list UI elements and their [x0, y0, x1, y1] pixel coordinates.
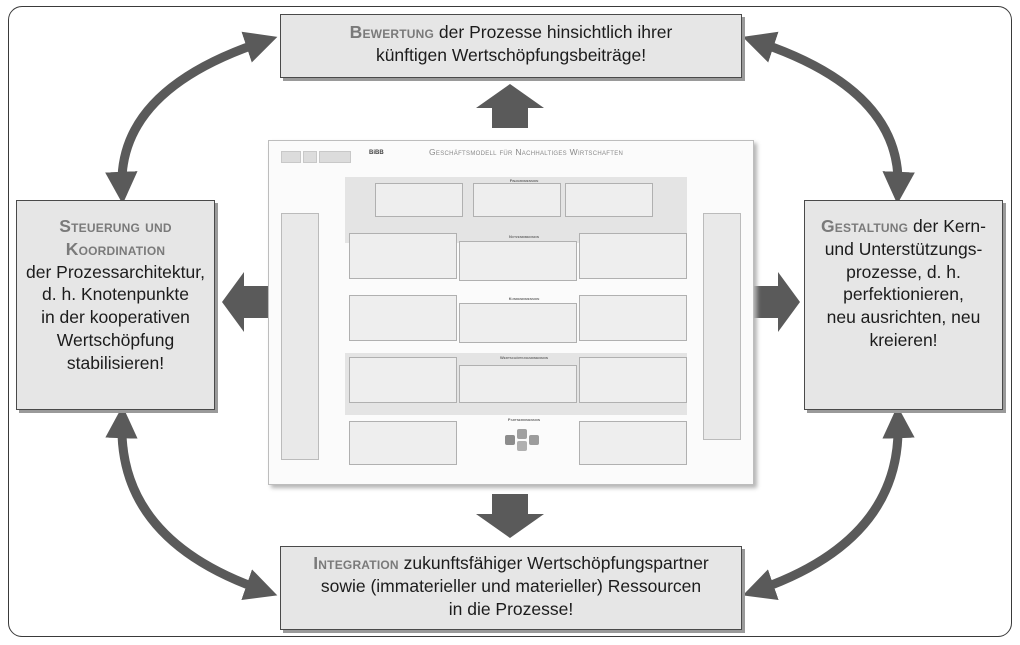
poster-sheet	[565, 183, 653, 217]
dimension-title: Finanzdimension	[509, 178, 539, 183]
design-keyword: Gestaltung	[821, 216, 909, 236]
curved-arrow-top-right	[742, 31, 915, 205]
network-node	[517, 429, 527, 439]
design-line: neu ausrichten, neu	[826, 307, 981, 327]
curved-arrow-top-left	[105, 31, 278, 205]
poster-logo	[319, 151, 351, 163]
block-arrow-up	[476, 84, 544, 128]
poster-sheet	[459, 241, 577, 281]
poster-sheet	[459, 303, 577, 343]
steering-line: der Prozessarchitektur,	[26, 261, 205, 282]
evaluation-line-1: Bewertung der Prozesse hinsichtlich ihre…	[281, 21, 741, 44]
poster-sheet	[579, 357, 687, 403]
block-arrow-right	[754, 272, 800, 332]
poster-sheet	[579, 421, 687, 465]
integration-line-2: sowie (immaterieller und materieller) Re…	[320, 575, 702, 596]
poster-sheet	[375, 183, 463, 217]
poster-sheet	[349, 421, 457, 465]
poster-sheet	[349, 233, 457, 279]
design-line: und Unterstützungs-	[824, 238, 983, 259]
poster-sheet	[473, 183, 561, 217]
poster-sheet	[459, 365, 577, 403]
integration-keyword: Integration	[313, 553, 399, 573]
poster-sheet	[349, 295, 457, 341]
design-line: prozesse, d. h.	[846, 261, 961, 282]
curved-arrow-bottom-left	[105, 405, 278, 600]
business-model-poster: BiBB Geschäftsmodell für Nachhaltiges Wi…	[268, 140, 754, 485]
network-node	[517, 441, 527, 451]
steering-line: stabilisieren!	[66, 352, 165, 373]
poster-sheet	[579, 233, 687, 279]
evaluation-line-1-text: der Prozesse hinsichtlich ihrer	[434, 22, 673, 42]
dimension-title: Nutzendimension	[509, 234, 539, 239]
poster-sheet	[349, 357, 457, 403]
integration-box: Integration zukunftsfähiger Wertschöpfun…	[280, 546, 742, 630]
steering-line: d. h. Knotenpunkte	[42, 284, 189, 305]
dimension-title: Partnerdimension	[507, 417, 541, 422]
design-line-1-text: der Kern-	[908, 216, 986, 236]
dimension-title: Kundendimension	[508, 296, 540, 301]
evaluation-box: Bewertung der Prozesse hinsichtlich ihre…	[280, 14, 742, 78]
poster-logo	[303, 151, 317, 163]
poster-sheet	[579, 295, 687, 341]
block-arrow-down	[476, 494, 544, 538]
steering-line: Wertschöpfung	[56, 329, 175, 350]
curved-arrow-bottom-right	[742, 405, 915, 600]
poster-logo	[281, 151, 301, 163]
evaluation-keyword: Bewertung	[349, 22, 435, 42]
outer-frame	[8, 6, 1012, 637]
dimension-title: Wertschöpfungsdimension	[500, 355, 548, 360]
design-line: perfektionieren,	[843, 284, 964, 305]
design-line-1: Gestaltung der Kern-	[805, 215, 1002, 238]
poster-bibb-logo: BiBB	[369, 150, 384, 156]
network-node	[529, 435, 539, 445]
integration-line-3: in die Prozesse!	[448, 598, 574, 619]
integration-line-1-text: zukunftsfähiger Wertschöpfungspartner	[398, 553, 709, 573]
design-box: Gestaltung der Kern- und Unterstützungs-…	[804, 200, 1003, 410]
block-arrow-left	[222, 272, 268, 332]
design-line: kreieren!	[869, 329, 938, 350]
poster-title: Geschäftsmodell für Nachhaltiges Wirtsch…	[429, 147, 624, 157]
poster-left-sidebar	[281, 213, 319, 460]
poster-right-sidebar	[703, 213, 741, 440]
integration-line-1: Integration zukunftsfähiger Wertschöpfun…	[281, 552, 741, 575]
network-node	[505, 435, 515, 445]
steering-line: in der kooperativen	[41, 307, 190, 327]
steering-keyword-1: Steuerung und	[59, 216, 172, 236]
steering-keyword-2: Koordination	[65, 238, 166, 259]
evaluation-line-2: künftigen Wertschöpfungsbeiträge!	[375, 44, 647, 65]
steering-box: Steuerung und Koordination der Prozessar…	[16, 200, 215, 410]
